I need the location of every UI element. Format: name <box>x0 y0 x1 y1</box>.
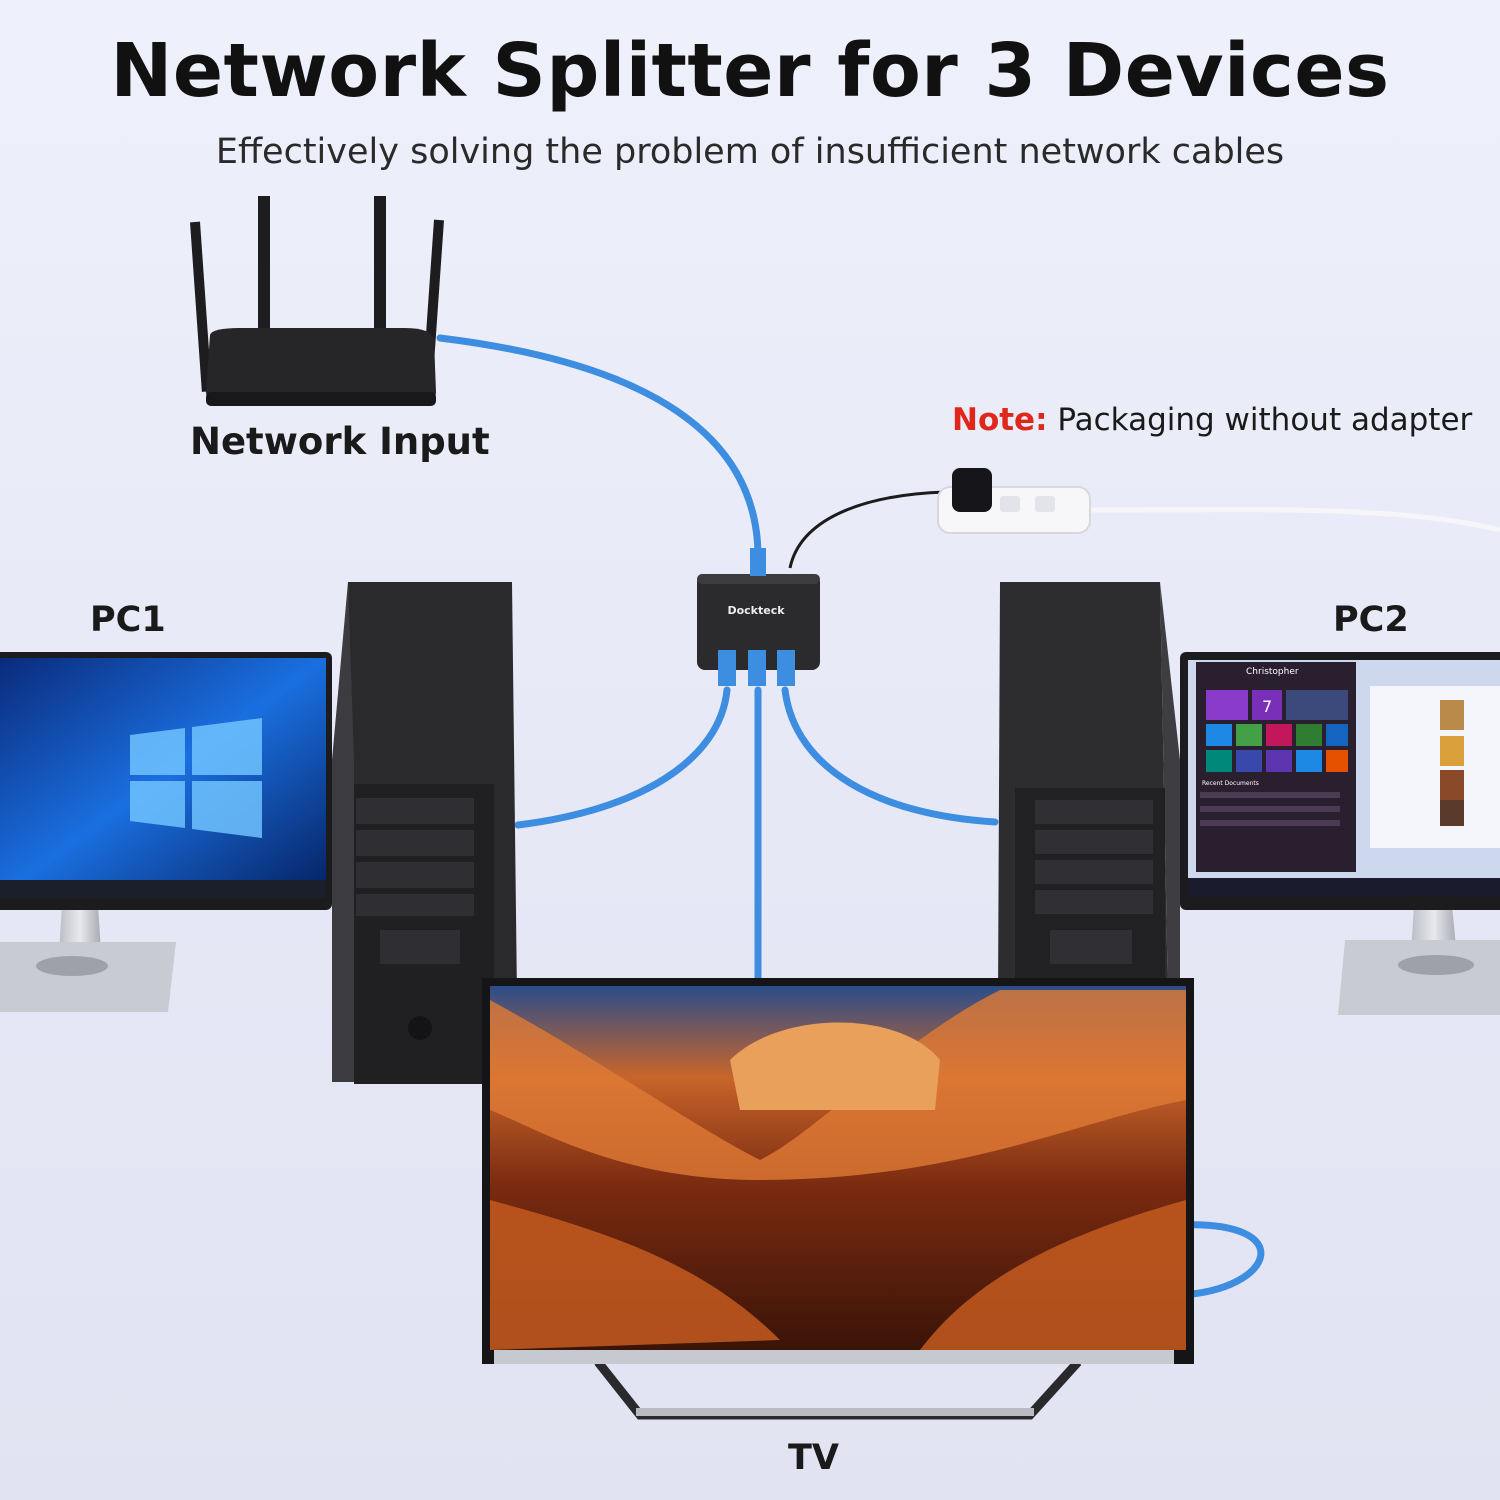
windows-logo-icon <box>130 718 262 838</box>
pc1-tower <box>332 582 518 1084</box>
cable-to-pc2 <box>781 686 999 826</box>
pc2-recent-heading: Recent Documents <box>1202 780 1259 787</box>
power-cable <box>788 490 946 569</box>
splitter-icon: Dockteck <box>697 548 820 686</box>
pc2-monitor: Christopher 7 Recent Documents <box>1180 652 1500 1015</box>
pc1-label: PC1 <box>90 600 166 640</box>
pc2-tile-number: 7 <box>1262 697 1272 716</box>
page-title: Network Splitter for 3 Devices <box>110 28 1390 114</box>
packaging-note: Note: Packaging without adapter <box>952 402 1472 438</box>
page-subtitle: Effectively solving the problem of insuf… <box>215 132 1285 172</box>
pc2-label: PC2 <box>1333 600 1409 640</box>
note-prefix: Note: <box>952 402 1048 438</box>
tv-label: TV <box>788 1438 839 1478</box>
strip-cord <box>1089 507 1500 533</box>
cable-to-pc1 <box>514 686 731 829</box>
network-input-label: Network Input <box>190 420 490 463</box>
pc2-tower <box>998 582 1180 1002</box>
note-text: Packaging without adapter <box>1057 402 1473 438</box>
tv-side-cable <box>1176 1221 1265 1299</box>
router-icon <box>190 196 444 406</box>
pc2-user-name: Christopher <box>1246 667 1299 677</box>
device-brand: Dockteck <box>727 604 785 617</box>
tv <box>482 978 1194 1420</box>
pc1-monitor <box>0 652 332 1012</box>
network-cables <box>436 334 1265 1299</box>
power-strip-icon <box>937 468 1091 534</box>
input-cable <box>436 334 762 564</box>
